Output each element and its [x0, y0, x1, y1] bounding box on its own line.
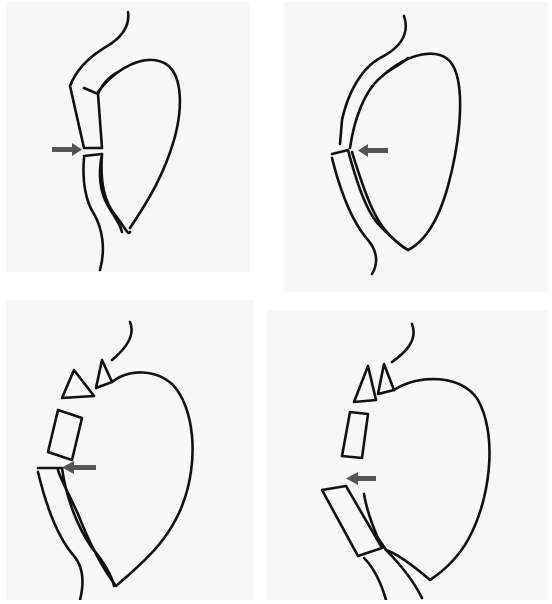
triangle-fragment-left: [62, 370, 94, 398]
diagram-panel-2: [284, 2, 548, 292]
triangle-fragment-right: [378, 364, 394, 394]
triangle-fragment-left: [354, 366, 376, 402]
stomach-outline: [98, 60, 180, 228]
conduit-outline: [70, 12, 128, 148]
esophagus-outline: [392, 324, 414, 362]
stomach-drawing-3: [6, 300, 254, 600]
diagram-panel-1: [6, 2, 250, 272]
stomach-outline: [364, 379, 489, 580]
left-pointing-arrow-icon: [52, 143, 82, 156]
diagram-panel-4: [266, 310, 548, 600]
stomach-drawing-2: [284, 2, 548, 292]
stomach-outline: [58, 372, 193, 586]
distal-segment-outline: [364, 550, 422, 600]
stomach-drawing-1: [6, 2, 250, 272]
esophagus-outline: [112, 322, 132, 360]
upper-rectangle-fragment: [342, 412, 368, 458]
lower-segment-outline: [83, 154, 130, 270]
left-pointing-arrow-icon: [346, 472, 376, 485]
conduit-inner-wall: [84, 88, 98, 94]
left-pointing-arrow-icon: [358, 144, 388, 157]
lower-segment-outline: [322, 486, 382, 556]
diagram-panel-3: [6, 300, 254, 600]
lower-segment-outline: [38, 468, 114, 600]
upper-rectangle-fragment: [48, 410, 82, 460]
left-pointing-arrow-icon: [62, 461, 96, 474]
stomach-drawing-4: [266, 310, 548, 600]
triangle-fragment-right: [96, 360, 112, 388]
conduit-outline: [340, 16, 408, 148]
lower-segment-outline: [332, 150, 408, 274]
